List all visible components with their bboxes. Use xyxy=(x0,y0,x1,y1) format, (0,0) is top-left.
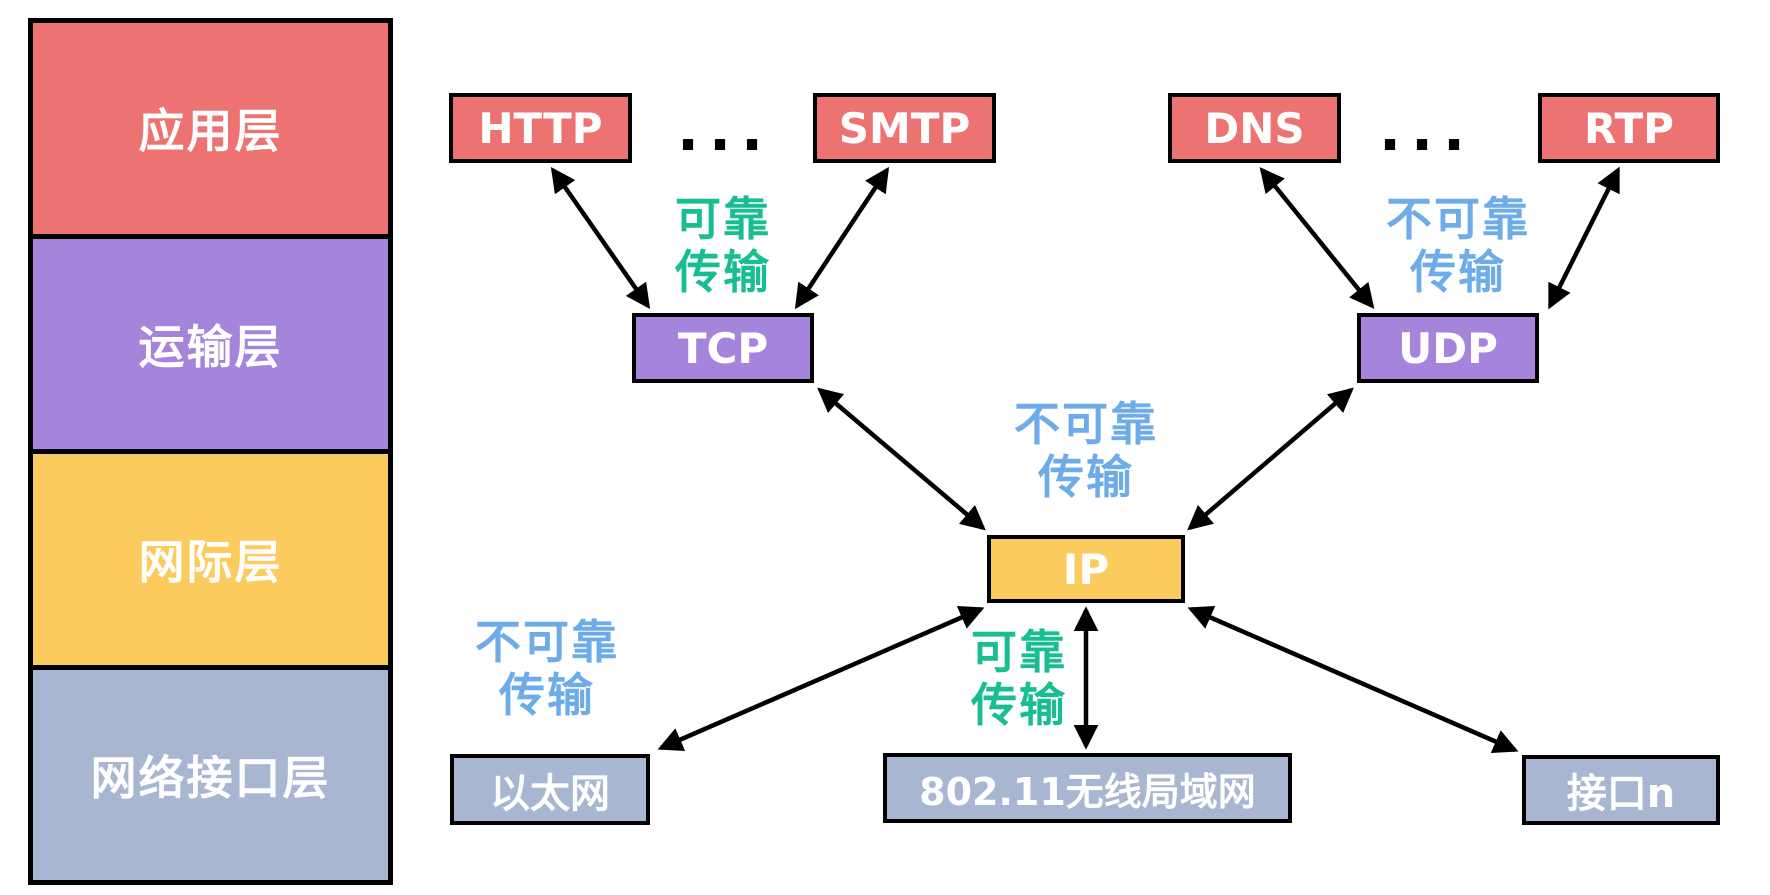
node-tcp: TCP xyxy=(632,313,814,383)
layer-application: 应用层 xyxy=(33,23,388,234)
layer-network-interface: 网络接口层 xyxy=(33,664,388,880)
label-unreliable-udp: 不可靠 传输 xyxy=(1386,192,1530,299)
node-rtp: RTP xyxy=(1538,93,1720,163)
layer-stack: 应用层 运输层 网际层 网络接口层 xyxy=(28,18,393,885)
arrow-ip-ethernet xyxy=(657,606,985,751)
node-dns: DNS xyxy=(1168,93,1341,163)
node-wlan: 802.11无线局域网 xyxy=(883,753,1292,823)
arrow-http-tcp xyxy=(550,166,651,310)
ellipsis-dns-rtp: ... xyxy=(1378,96,1476,164)
node-interface-n: 接口n xyxy=(1522,755,1720,825)
node-ip: IP xyxy=(987,535,1185,603)
arrow-rtp-udp xyxy=(1547,166,1621,310)
ellipsis-http-smtp: ... xyxy=(676,96,774,164)
label-reliable-tcp: 可靠 传输 xyxy=(675,192,771,299)
arrow-udp-ip xyxy=(1187,387,1354,531)
node-ethernet: 以太网 xyxy=(450,754,650,825)
label-unreliable-ip: 不可靠 传输 xyxy=(1014,397,1158,504)
node-smtp: SMTP xyxy=(813,93,996,163)
arrow-tcp-ip xyxy=(817,387,986,531)
arrow-smtp-tcp xyxy=(794,166,890,310)
node-http: HTTP xyxy=(449,93,632,163)
node-udp: UDP xyxy=(1357,313,1539,383)
layer-internet: 网际层 xyxy=(33,449,388,665)
label-reliable-wlan: 可靠 传输 xyxy=(971,625,1067,732)
label-unreliable-ethernet: 不可靠 传输 xyxy=(475,615,619,722)
arrow-ip-interface xyxy=(1187,606,1519,753)
layer-transport: 运输层 xyxy=(33,233,388,449)
arrow-dns-udp xyxy=(1259,167,1375,309)
